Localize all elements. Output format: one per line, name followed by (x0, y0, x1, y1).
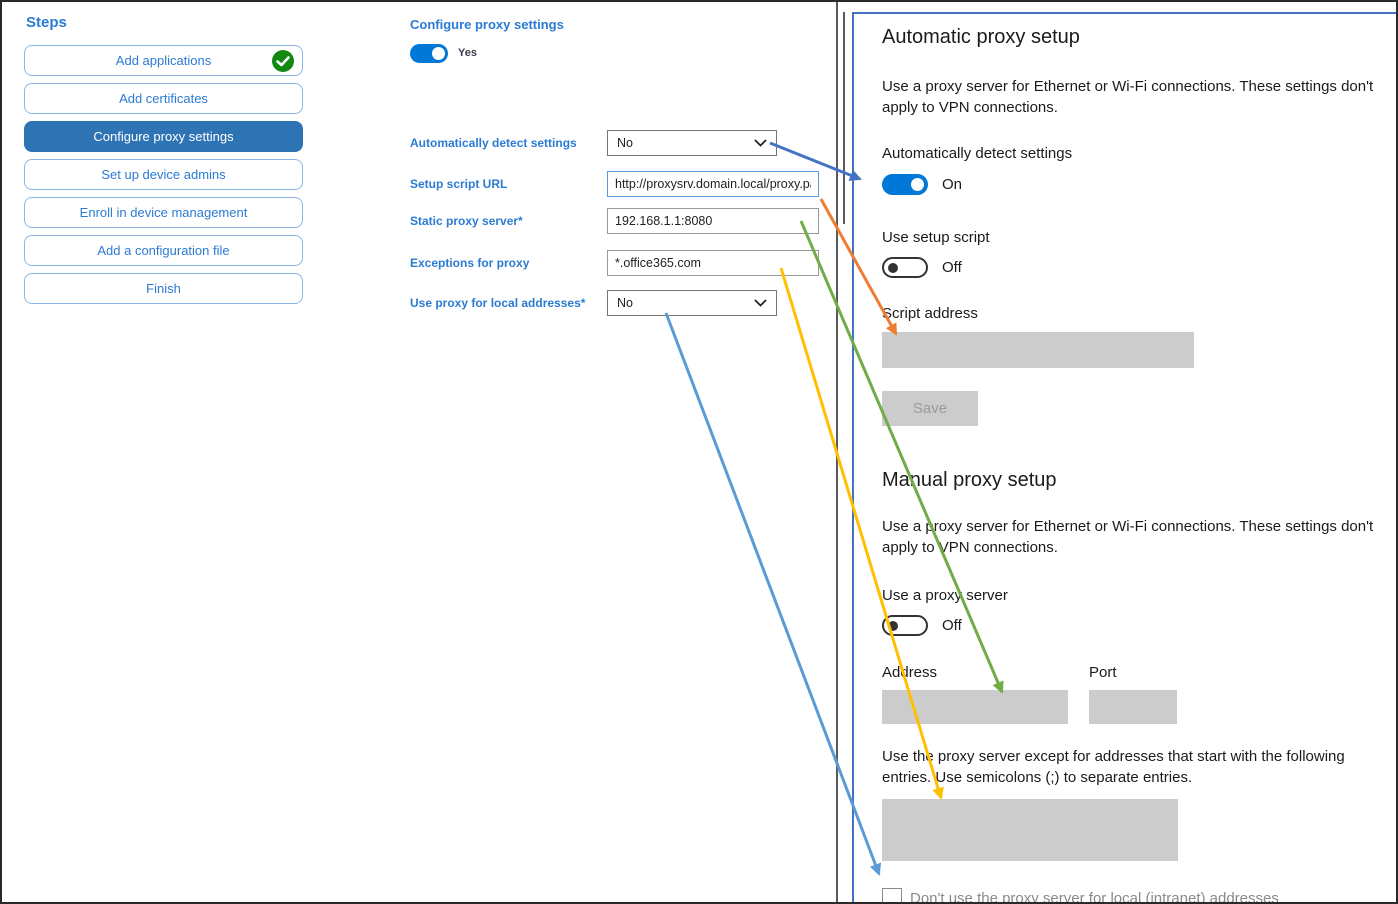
use-proxy-for-local-addresses-select[interactable]: No (607, 290, 777, 316)
intranet-addresses-checkbox[interactable] (882, 888, 902, 902)
select-value: No (617, 136, 633, 150)
exceptions-for-proxy-input[interactable] (607, 250, 819, 276)
field-label-setup-script-url: Setup script URL (410, 177, 508, 191)
port-label: Port (1089, 664, 1117, 681)
use-proxy-server-toggle-state: Off (942, 617, 962, 634)
select-value: No (617, 296, 633, 310)
arrow-local-addresses (664, 312, 882, 876)
pane-divider (836, 2, 838, 902)
script-address-input[interactable] (882, 332, 1194, 368)
sidebar-item-add-applications[interactable]: Add applications (24, 45, 303, 76)
address-input[interactable] (882, 690, 1068, 724)
field-label-use-proxy-for-local-addresses: Use proxy for local addresses* (410, 296, 586, 310)
save-button[interactable]: Save (882, 391, 978, 426)
step-label: Add applications (115, 53, 212, 68)
use-proxy-server-label: Use a proxy server (882, 587, 1008, 604)
configure-proxy-toggle-state: Yes (458, 47, 477, 59)
configure-proxy-toggle[interactable] (410, 44, 448, 63)
step-label: Finish (146, 281, 181, 296)
use-setup-script-toggle-state: Off (942, 259, 962, 276)
use-proxy-server-toggle[interactable] (882, 615, 928, 636)
sidebar-item-add-a-configuration-file[interactable]: Add a configuration file (24, 235, 303, 266)
address-label: Address (882, 664, 938, 681)
completed-check-icon (271, 49, 295, 73)
step-label: Add a configuration file (97, 243, 230, 258)
step-label: Set up device admins (101, 167, 226, 182)
steps-title: Steps (26, 14, 67, 31)
automatic-proxy-setup-heading: Automatic proxy setup (882, 26, 1080, 48)
use-setup-script-toggle[interactable] (882, 257, 928, 278)
proxy-exceptions-description: Use the proxy server except for addresse… (882, 748, 1345, 786)
sidebar-item-configure-proxy-settings[interactable]: Configure proxy settings (24, 121, 303, 152)
use-setup-script-label: Use setup script (882, 229, 990, 246)
step-label: Configure proxy settings (93, 129, 234, 144)
scrollbar-thumb[interactable] (843, 12, 845, 224)
sidebar-item-set-up-device-admins[interactable]: Set up device admins (24, 159, 303, 190)
static-proxy-server-input[interactable] (607, 208, 819, 234)
proxy-exceptions-input[interactable] (882, 799, 1178, 861)
field-label-automatically-detect-settings: Automatically detect settings (410, 136, 577, 150)
manual-proxy-description: Use a proxy server for Ethernet or Wi-Fi… (882, 518, 1374, 556)
form-title: Configure proxy settings (410, 17, 564, 32)
automatically-detect-settings-select[interactable]: No (607, 130, 777, 156)
detect-settings-toggle[interactable] (882, 174, 928, 195)
setup-script-url-input[interactable] (607, 171, 819, 197)
detect-settings-label: Automatically detect settings (882, 145, 1073, 162)
script-address-label: Script address (882, 305, 978, 322)
sidebar-item-finish[interactable]: Finish (24, 273, 303, 304)
manual-proxy-setup-heading: Manual proxy setup (882, 469, 1057, 491)
chevron-down-icon (754, 299, 767, 307)
intranet-addresses-checkbox-label: Don't use the proxy server for local (in… (910, 890, 1279, 904)
field-label-static-proxy-server: Static proxy server* (410, 214, 523, 228)
chevron-down-icon (754, 139, 767, 147)
step-label: Enroll in device management (79, 205, 248, 220)
automatic-proxy-description: Use a proxy server for Ethernet or Wi-Fi… (882, 78, 1374, 116)
sidebar-item-add-certificates[interactable]: Add certificates (24, 83, 303, 114)
detect-settings-toggle-state: On (942, 176, 963, 193)
steps-sidebar: Steps Add applications Add certificates … (24, 14, 303, 311)
sidebar-item-enroll-in-device-management[interactable]: Enroll in device management (24, 197, 303, 228)
step-label: Add certificates (119, 91, 208, 106)
windows-proxy-settings-panel: Automatic proxy setup Use a proxy server… (852, 12, 1396, 904)
port-input[interactable] (1089, 690, 1177, 724)
field-label-exceptions-for-proxy: Exceptions for proxy (410, 256, 530, 270)
